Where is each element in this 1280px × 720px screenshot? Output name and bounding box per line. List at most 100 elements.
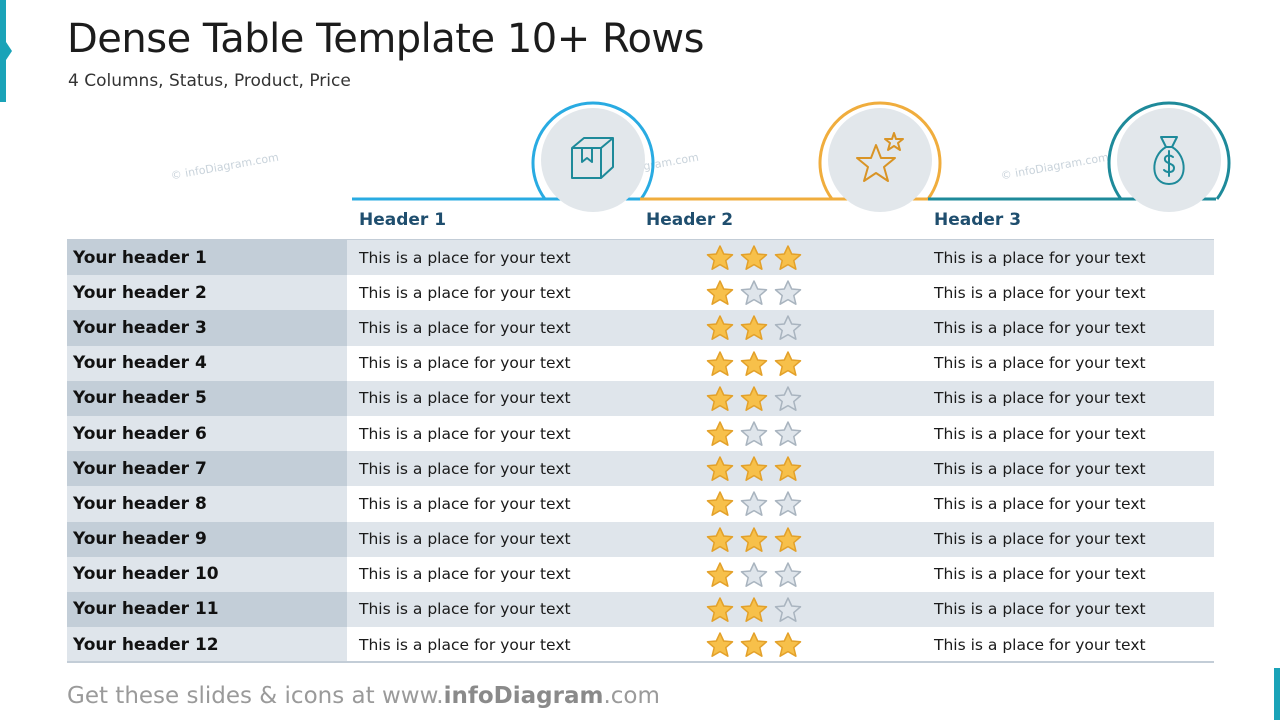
cell-header-1: This is a place for your text — [359, 389, 571, 408]
cell-header-1: This is a place for your text — [359, 318, 571, 337]
star-filled-icon — [740, 597, 768, 622]
column-header-2: Header 2 — [646, 210, 734, 230]
column-header-3: Header 3 — [934, 210, 1022, 230]
row-header: Your header 12 — [67, 627, 347, 663]
star-filled-icon — [774, 456, 802, 482]
data-table: Your header 1 This is a place for your te… — [67, 240, 1214, 663]
star-rating — [705, 631, 803, 659]
star-rating — [705, 350, 803, 378]
row-header: Your header 1 — [67, 240, 347, 276]
star-filled-icon — [706, 491, 734, 517]
cell-header-3: This is a place for your text — [934, 424, 1146, 443]
star-rating — [705, 244, 803, 272]
table-row: Your header 6 This is a place for your te… — [67, 415, 1214, 452]
cell-header-3: This is a place for your text — [934, 494, 1146, 513]
star-rating — [705, 455, 803, 483]
star-filled-icon — [706, 597, 734, 622]
cell-header-1: This is a place for your text — [359, 424, 571, 443]
star-filled-icon — [706, 386, 734, 411]
cell-header-3: This is a place for your text — [934, 459, 1146, 478]
star-filled-icon — [706, 245, 734, 270]
star-rating — [705, 526, 803, 554]
star-filled-icon — [706, 421, 734, 446]
page-title: Dense Table Template 10+ Rows — [67, 16, 704, 62]
table-row: Your header 11 This is a place for your t… — [67, 591, 1214, 628]
table-row: Your header 2 This is a place for your te… — [67, 275, 1214, 311]
cell-header-3: This is a place for your text — [934, 565, 1146, 584]
star-filled-icon — [774, 526, 802, 552]
star-empty-icon — [740, 491, 768, 517]
star-empty-icon — [774, 386, 802, 411]
column-2-badge — [828, 108, 932, 212]
left-accent-arrow — [6, 42, 12, 60]
footer-brand[interactable]: infoDiagram — [443, 683, 604, 709]
column-header-decorations — [352, 101, 1231, 212]
star-rating — [705, 385, 803, 413]
cell-header-3: This is a place for your text — [934, 530, 1146, 549]
star-rating — [705, 314, 803, 342]
table-row: Your header 5 This is a place for your te… — [67, 380, 1214, 416]
star-filled-icon — [706, 561, 734, 587]
star-filled-icon — [706, 315, 734, 341]
star-rating — [705, 420, 803, 448]
row-header: Your header 6 — [67, 415, 347, 452]
cell-header-1: This is a place for your text — [359, 494, 571, 513]
cell-header-1: This is a place for your text — [359, 459, 571, 478]
right-accent-bar — [1274, 668, 1280, 720]
cell-header-1: This is a place for your text — [359, 354, 571, 373]
star-filled-icon — [706, 350, 734, 376]
star-empty-icon — [774, 421, 802, 446]
star-filled-icon — [740, 315, 768, 341]
star-rating — [705, 596, 803, 624]
row-header: Your header 8 — [67, 486, 347, 522]
page-subtitle: 4 Columns, Status, Product, Price — [68, 71, 351, 91]
table-row: Your header 3 This is a place for your te… — [67, 310, 1214, 346]
star-empty-icon — [774, 315, 802, 341]
row-header: Your header 2 — [67, 275, 347, 311]
table-row: Your header 7 This is a place for your te… — [67, 451, 1214, 487]
cell-header-3: This is a place for your text — [934, 389, 1146, 408]
cell-header-3: This is a place for your text — [934, 283, 1146, 302]
cell-header-1: This is a place for your text — [359, 600, 571, 619]
star-filled-icon — [774, 350, 802, 376]
cell-header-1: This is a place for your text — [359, 635, 571, 654]
row-header: Your header 11 — [67, 591, 347, 628]
star-filled-icon — [740, 526, 768, 552]
table-row: Your header 12 This is a place for your t… — [67, 627, 1214, 663]
star-filled-icon — [774, 632, 802, 658]
row-header: Your header 3 — [67, 310, 347, 346]
stars-icon — [856, 132, 904, 182]
star-filled-icon — [740, 245, 768, 270]
star-rating — [705, 490, 803, 518]
row-header: Your header 7 — [67, 451, 347, 487]
box-icon — [571, 137, 614, 179]
cell-header-1: This is a place for your text — [359, 565, 571, 584]
footer-suffix: .com — [603, 683, 660, 709]
star-empty-icon — [774, 597, 802, 622]
star-rating — [705, 561, 803, 589]
cell-header-1: This is a place for your text — [359, 530, 571, 549]
star-empty-icon — [740, 421, 768, 446]
table-row: Your header 8 This is a place for your te… — [67, 486, 1214, 522]
cell-header-3: This is a place for your text — [934, 318, 1146, 337]
star-empty-icon — [740, 280, 768, 306]
star-filled-icon — [774, 245, 802, 270]
column-header-1: Header 1 — [359, 210, 447, 230]
cell-header-3: This is a place for your text — [934, 635, 1146, 654]
star-filled-icon — [740, 386, 768, 411]
cell-header-1: This is a place for your text — [359, 248, 571, 267]
table-row: Your header 4 This is a place for your te… — [67, 345, 1214, 381]
left-accent-bar — [0, 0, 6, 102]
star-empty-icon — [774, 491, 802, 517]
star-filled-icon — [706, 632, 734, 658]
row-header: Your header 5 — [67, 380, 347, 416]
star-filled-icon — [740, 456, 768, 482]
star-rating — [705, 279, 803, 307]
cell-header-3: This is a place for your text — [934, 248, 1146, 267]
footer-prefix: Get these slides & icons at www. — [67, 683, 444, 709]
row-header: Your header 4 — [67, 345, 347, 381]
star-filled-icon — [740, 350, 768, 376]
cell-header-1: This is a place for your text — [359, 283, 571, 302]
cell-header-3: This is a place for your text — [934, 600, 1146, 619]
